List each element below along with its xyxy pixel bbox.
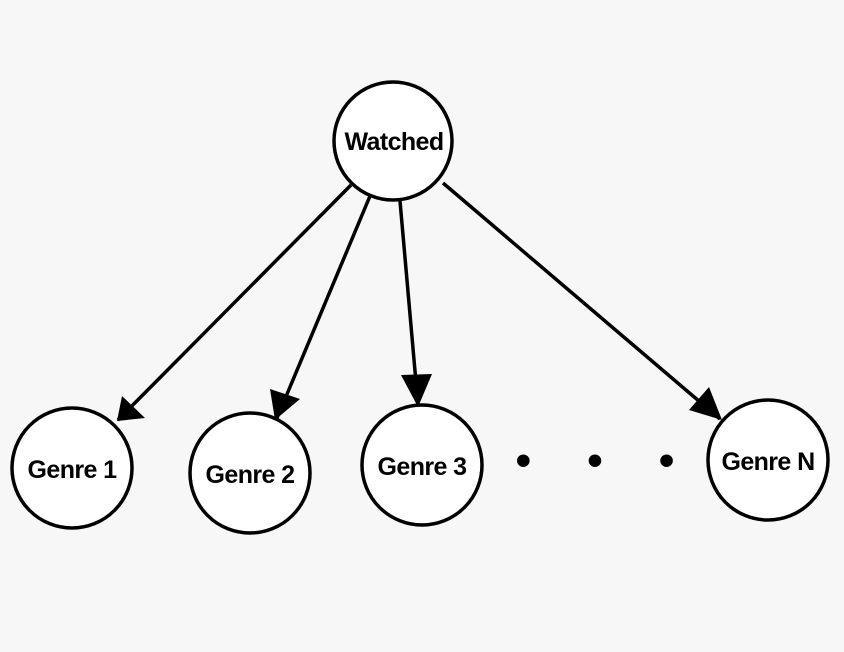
node-watched: Watched [332, 80, 454, 202]
node-genre-3-circle [360, 403, 484, 527]
node-genre-1-label: Genre 1 [28, 456, 118, 484]
edge-watched-genre-2 [275, 195, 372, 419]
node-genre-3: Genre 3 [360, 403, 484, 527]
ellipsis-dots: • • • [516, 436, 697, 485]
arrowhead-genre-1 [117, 396, 145, 421]
arrowhead-genre-2 [270, 389, 300, 420]
node-genre-2-circle [188, 411, 312, 535]
node-genre-2: Genre 2 [188, 411, 312, 535]
node-genre-n: Genre N [706, 398, 830, 522]
edges [116, 181, 722, 422]
node-genre-1-circle [10, 406, 134, 530]
node-watched-label: Watched [344, 128, 443, 156]
node-watched-circle [332, 80, 454, 202]
node-genre-2-label: Genre 2 [206, 461, 295, 489]
edge-watched-genre-3 [398, 200, 420, 406]
arrowhead-genre-3 [401, 374, 432, 407]
node-genre-n-label: Genre N [721, 448, 814, 476]
node-genre-3-label: Genre 3 [378, 453, 467, 481]
node-genre-1: Genre 1 [10, 406, 134, 530]
edge-watched-genre-n [441, 181, 722, 421]
arrowhead-genre-n [689, 387, 722, 420]
edge-watched-genre-1 [116, 183, 353, 422]
node-genre-n-circle [706, 398, 830, 522]
